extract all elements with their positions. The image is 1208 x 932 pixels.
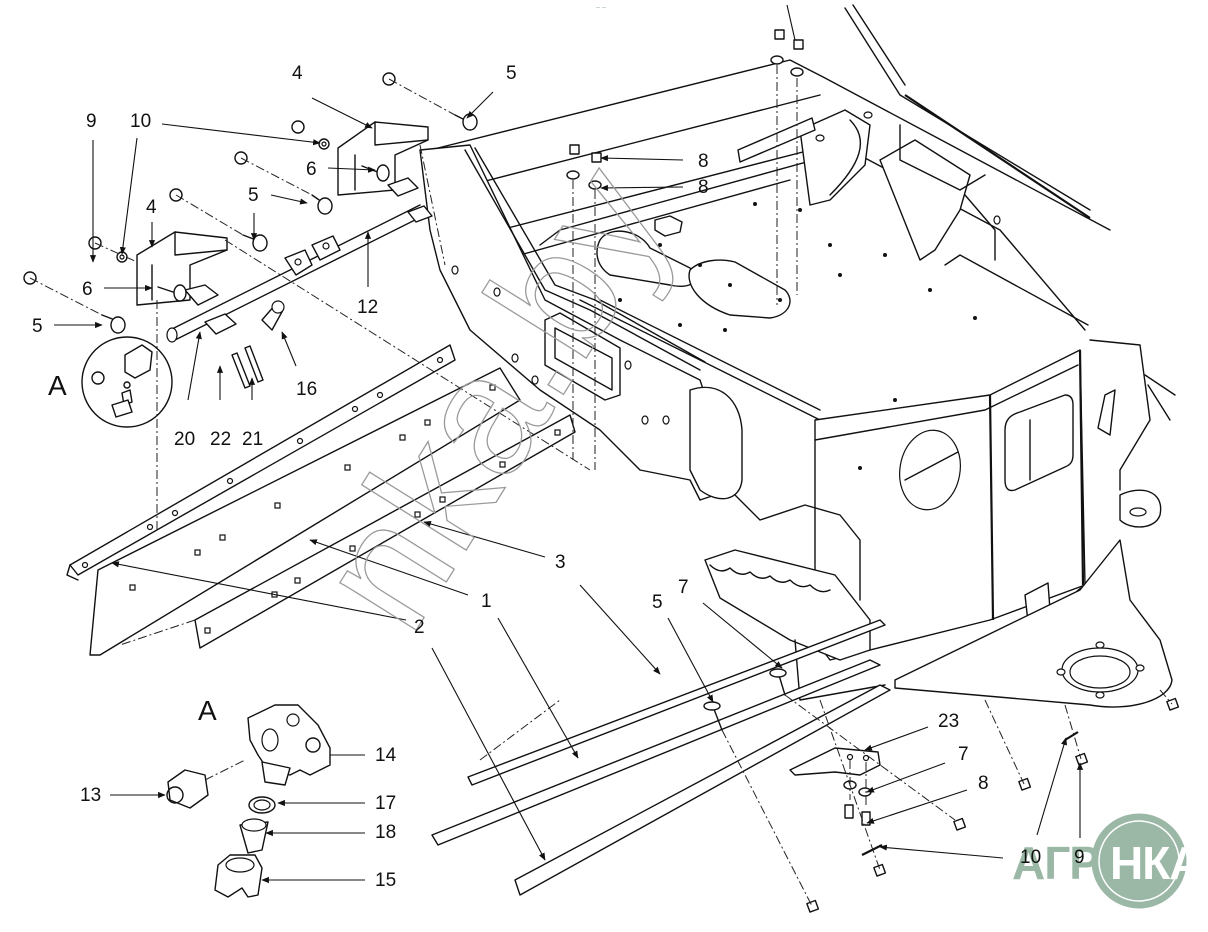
detail-a-inset-label: A bbox=[48, 370, 67, 401]
detail-a-inset bbox=[81, 336, 173, 428]
callout-15: 14 bbox=[375, 745, 397, 766]
callout-2: 2 bbox=[414, 617, 425, 638]
callout-22: 22 bbox=[210, 429, 232, 450]
main-frame bbox=[419, 4, 1176, 708]
callout-21: 21 bbox=[242, 429, 264, 450]
assembly-centerlines bbox=[29, 65, 1173, 907]
callout-1: 1 bbox=[481, 591, 492, 612]
callout-9: 9 bbox=[86, 111, 97, 132]
callout-10: 10 bbox=[1020, 847, 1042, 868]
callout-7: 8 bbox=[698, 151, 709, 172]
callout-18: 18 bbox=[375, 822, 397, 843]
logo-text-agro: АГРО bbox=[1012, 837, 1134, 889]
callout-5: 5 bbox=[248, 185, 259, 206]
brand-logo bbox=[1091, 813, 1187, 909]
callout-5: 5 bbox=[652, 592, 663, 613]
callout-14: 16 bbox=[296, 379, 318, 400]
callout-5: 5 bbox=[32, 316, 43, 337]
callout-7: 8 bbox=[978, 773, 989, 794]
callout-17: 17 bbox=[375, 793, 397, 814]
header-rails bbox=[66, 344, 576, 656]
callout-12: 12 bbox=[357, 297, 379, 318]
callout-8: 7 bbox=[958, 744, 969, 765]
callout-3: 3 bbox=[555, 552, 566, 573]
callout-9: 9 bbox=[1074, 847, 1085, 868]
callout-4: 4 bbox=[146, 197, 157, 218]
callout-6: 6 bbox=[306, 159, 317, 180]
callout-6: 6 bbox=[82, 279, 93, 300]
top-fasteners bbox=[566, 29, 804, 190]
callout-6: 7 bbox=[678, 577, 689, 598]
callout-8: 8 bbox=[698, 177, 709, 198]
callout-20: 20 bbox=[174, 429, 196, 450]
callout-16: 15 bbox=[375, 870, 397, 891]
leader-lines bbox=[54, 4, 1084, 884]
callout-13: 13 bbox=[80, 785, 102, 806]
callout-4: 4 bbox=[292, 63, 303, 84]
logo-text-nka: НКА bbox=[1110, 837, 1203, 889]
corner-mark: ~ ~ bbox=[596, 5, 607, 12]
detail-a-enlarged-label: A bbox=[198, 695, 217, 726]
callout-5: 5 bbox=[506, 63, 517, 84]
frame-holes bbox=[451, 111, 1001, 470]
detail-a-nozzle bbox=[166, 704, 331, 898]
callout-23: 23 bbox=[938, 711, 960, 732]
callout-10: 10 bbox=[130, 111, 152, 132]
boom-bracket-assembly bbox=[23, 72, 478, 389]
